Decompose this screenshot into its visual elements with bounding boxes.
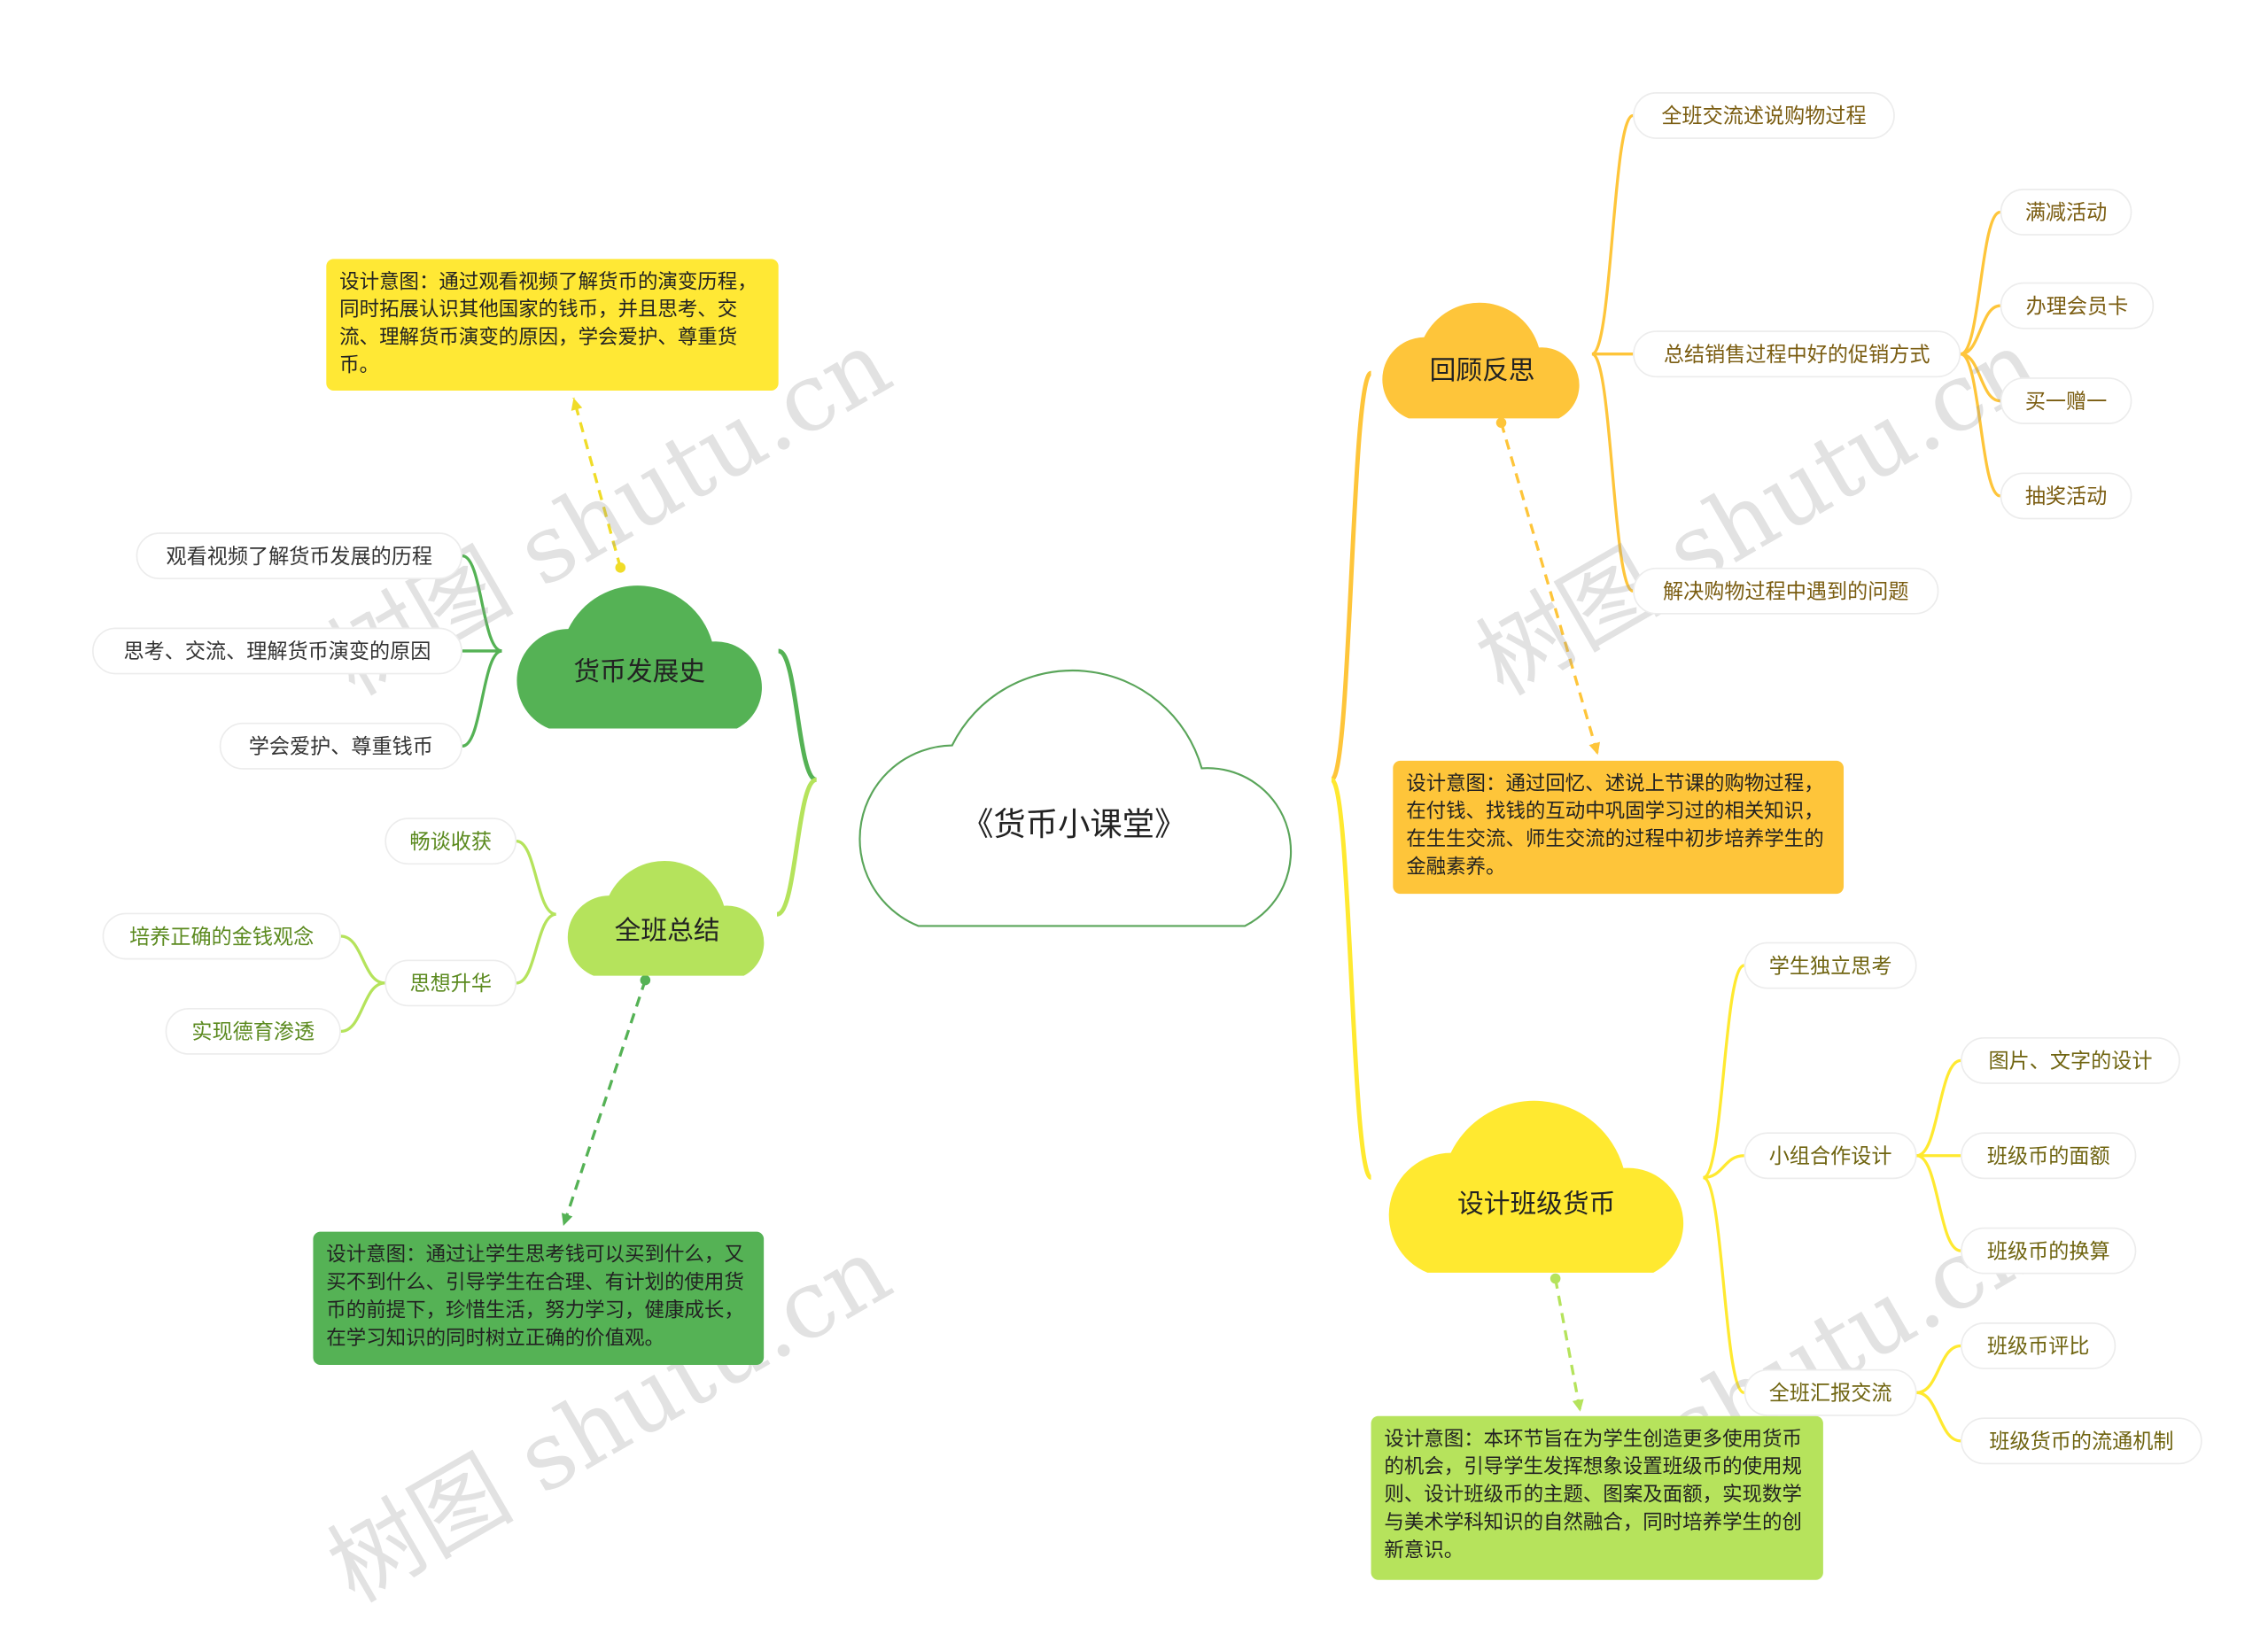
connector (516, 912, 557, 985)
node-sublimation[interactable]: 思想升华 (384, 959, 517, 1007)
node-describe-shopping[interactable]: 全班交流述说购物过程 (1633, 92, 1895, 139)
node-summarize-promos[interactable]: 总结销售过程中好的促销方式 (1633, 330, 1961, 378)
arrow-icon (1588, 741, 1601, 756)
connector (1703, 1154, 1744, 1180)
connector (516, 840, 557, 916)
arrow-icon (1572, 1399, 1584, 1412)
connector (1591, 353, 1635, 593)
branch-summary (776, 777, 818, 917)
connector (1916, 1344, 1961, 1394)
note-summary: 设计意图：通过让学生思考钱可以买到什么，又买不到什么、引导学生在合理、有计划的使… (313, 1231, 765, 1365)
central-topic[interactable]: 《货币小课堂》 (961, 807, 1187, 844)
node-image-text-design[interactable]: 图片、文字的设计 (1961, 1036, 2180, 1084)
node-coin-contest[interactable]: 班级币评比 (1961, 1322, 2117, 1369)
node-promo-discount[interactable]: 满减活动 (2000, 189, 2132, 236)
note-design: 设计意图：本环节旨在为学生创造更多使用货币的机会，引导学生发挥想象设置班级币的使… (1371, 1415, 1823, 1580)
note-link-history (571, 397, 622, 569)
connector (462, 554, 503, 653)
cloud-review[interactable] (1382, 302, 1580, 419)
node-circulation[interactable]: 班级货币的流通机制 (1961, 1417, 2202, 1465)
connector (462, 649, 503, 748)
connector (1916, 1391, 1961, 1443)
note-link-review (1499, 422, 1600, 756)
central-cloud[interactable] (858, 669, 1293, 927)
note-history: 设计意图：通过观看视频了解货币的演变历程，同时拓展认识其他国家的钱币，并且思考、… (326, 259, 779, 391)
connector (340, 934, 385, 985)
node-think-discuss[interactable]: 思考、交流、理解货币演变的原因 (92, 627, 462, 675)
connector (1916, 1154, 1961, 1252)
connector (1960, 304, 2001, 356)
connector (1960, 353, 2001, 403)
topic-history[interactable]: 货币发展史 (573, 656, 706, 688)
connector (1591, 113, 1635, 356)
cloud-history[interactable] (517, 585, 762, 729)
node-promo-member-card[interactable]: 办理会员卡 (2000, 282, 2155, 329)
connector (1702, 1175, 1745, 1394)
node-watch-video[interactable]: 观看视频了解货币发展的历程 (136, 532, 462, 580)
node-cherish-money[interactable]: 学会爱护、尊重钱币 (219, 722, 462, 770)
branch-review (1329, 370, 1373, 782)
topic-design[interactable]: 设计班级货币 (1456, 1189, 1616, 1221)
node-independent-thinking[interactable]: 学生独立思考 (1744, 942, 1917, 989)
node-share-gains[interactable]: 畅谈收获 (384, 818, 517, 865)
dot-icon (1550, 1273, 1561, 1284)
node-promo-bogo[interactable]: 买一赠一 (2000, 377, 2132, 424)
arrow-icon (561, 1213, 573, 1227)
dot-icon (640, 974, 651, 986)
node-solve-problems[interactable]: 解决购物过程中遇到的问题 (1633, 567, 1939, 615)
node-denomination[interactable]: 班级币的面额 (1961, 1132, 2137, 1180)
topic-summary[interactable]: 全班总结 (614, 915, 720, 947)
note-review: 设计意图：通过回忆、述说上节课的购物过程，在付钱、找钱的互动中巩固学习过的相关知… (1393, 760, 1845, 895)
connector (1916, 1058, 1961, 1158)
node-class-report[interactable]: 全班汇报交流 (1744, 1368, 1917, 1416)
node-group-design[interactable]: 小组合作设计 (1744, 1132, 1917, 1180)
node-moral-education[interactable]: 实现德育渗透 (165, 1007, 341, 1055)
connector (340, 981, 385, 1034)
connector (1702, 964, 1745, 1180)
node-conversion[interactable]: 班级币的换算 (1961, 1227, 2137, 1275)
dot-icon (615, 562, 626, 573)
arrow-icon (571, 398, 583, 411)
dot-icon (1495, 417, 1507, 429)
branch-design (1329, 777, 1373, 1181)
node-promo-lottery[interactable]: 抽奖活动 (2000, 472, 2132, 520)
node-money-values[interactable]: 培养正确的金钱观念 (102, 912, 341, 960)
cloud-summary[interactable] (567, 860, 765, 976)
note-link-design (1554, 1278, 1582, 1413)
branch-history (777, 648, 818, 782)
cloud-design[interactable] (1388, 1100, 1684, 1273)
connector (1960, 210, 2001, 356)
note-link-summary (562, 980, 647, 1227)
topic-review[interactable]: 回顾反思 (1429, 355, 1535, 387)
connector (1960, 353, 2001, 498)
